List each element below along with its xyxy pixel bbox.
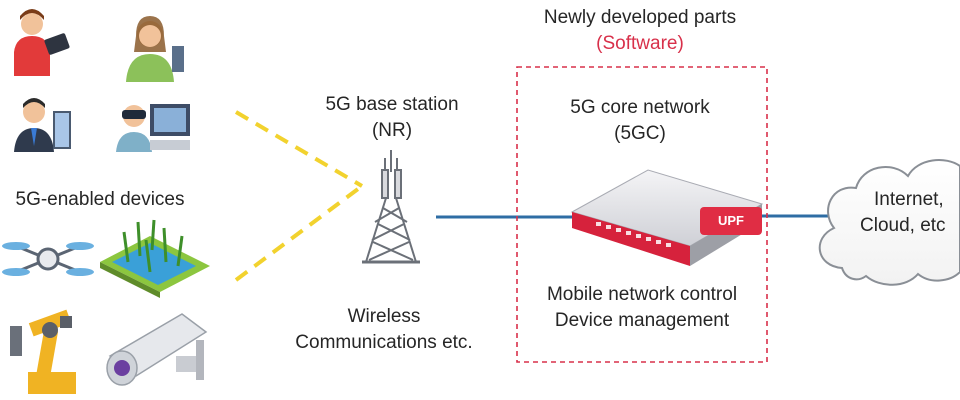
rice-field-icon [100,219,210,298]
wireless-label-line1: Wireless [347,306,421,327]
base-station-title: 5G base station [325,94,459,115]
doctor-vr-icon [116,104,190,152]
base-station-subtitle: (NR) [371,120,413,141]
woman-computer-icon [126,16,184,82]
security-camera-icon [106,313,208,386]
wireless-signal-icon [234,110,364,282]
cloud-label-line1: Internet, [874,189,944,210]
businessman-computer-icon [14,98,71,152]
base-station-tower-icon [362,150,420,264]
core-network-title: 5G core network [570,97,710,118]
core-function-1: Mobile network control [546,284,738,305]
robot-arm-icon [10,309,76,394]
core-function-2: Device management [554,310,730,331]
core-network-subtitle: (5GC) [614,123,666,144]
drone-icon [2,242,94,276]
upf-badge: UPF [700,207,762,235]
new-parts-subtitle: (Software) [596,33,684,54]
wireless-label-line2: Communications etc. [295,332,473,353]
cloud-label-line2: Cloud, etc [860,215,946,236]
cloud-icon [818,159,960,286]
person-tablet-icon [14,9,70,76]
devices-label: 5G-enabled devices [15,189,185,210]
new-parts-title: Newly developed parts [543,7,737,28]
new-parts-boundary [516,66,768,363]
